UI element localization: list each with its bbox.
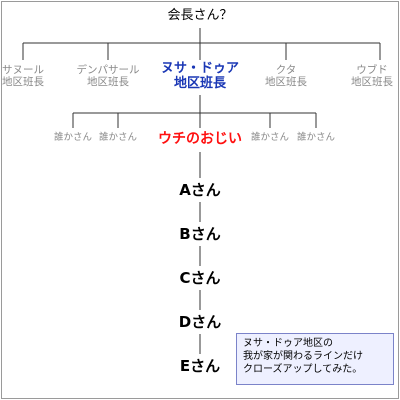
annotation-note: ヌサ・ドゥア地区の 我が家が関わるラインだけ クローズアップしてみた。 bbox=[236, 333, 394, 385]
district-name: サヌール bbox=[2, 64, 44, 76]
district-role: 地区班長 bbox=[87, 76, 129, 89]
district-name: ウブド bbox=[356, 64, 388, 76]
district-role: 地区班長 bbox=[2, 76, 44, 89]
chain-node-a: Aさん bbox=[179, 181, 221, 199]
chain-node-e: Eさん bbox=[179, 357, 221, 375]
member-node: 誰かさん bbox=[250, 132, 289, 143]
district-node-nusa-dua: ヌサ・ドゥア 地区班長 bbox=[144, 61, 256, 92]
district-node-ubud: ウブド 地区班長 bbox=[348, 64, 396, 88]
chain-node-d: Dさん bbox=[178, 313, 222, 331]
district-role: 地区班長 bbox=[351, 76, 393, 89]
note-line: クローズアップしてみた。 bbox=[243, 364, 363, 375]
member-node: 誰かさん bbox=[98, 132, 137, 143]
top-node: 会長さん？ bbox=[167, 8, 233, 23]
district-name: クタ bbox=[275, 64, 297, 76]
member-node: 誰かさん bbox=[296, 132, 335, 143]
district-role: 地区班長 bbox=[265, 76, 307, 89]
chain-node-c: Cさん bbox=[179, 269, 221, 287]
district-role: 地区班長 bbox=[173, 75, 226, 91]
district-node-sanur: サヌール 地区班長 bbox=[0, 64, 46, 88]
note-line: 我が家が関わるラインだけ bbox=[243, 351, 363, 362]
district-name: デンパサール bbox=[76, 64, 140, 76]
member-node-highlight: ウチのおじい bbox=[158, 131, 242, 147]
chain-node-b: Bさん bbox=[179, 225, 221, 243]
district-node-kuta: クタ 地区班長 bbox=[262, 64, 310, 88]
district-name: ヌサ・ドゥア bbox=[160, 61, 239, 76]
note-line: ヌサ・ドゥア地区の bbox=[243, 338, 333, 349]
member-node: 誰かさん bbox=[53, 132, 92, 143]
district-node-denpasar: デンパサール 地区班長 bbox=[74, 64, 142, 88]
